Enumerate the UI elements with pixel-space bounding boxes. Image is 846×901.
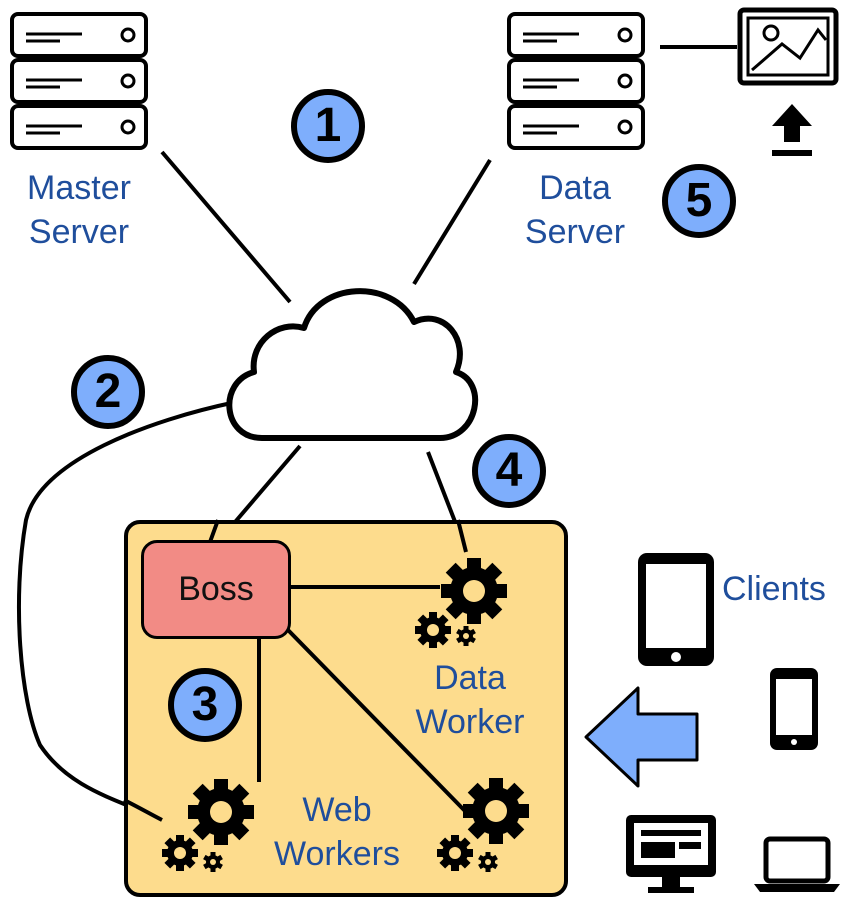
image-icon: [737, 7, 839, 86]
step-badge-1: 1: [291, 89, 365, 163]
master-server-label-line2: Server: [28, 213, 130, 251]
phone-icon: [770, 668, 818, 750]
tablet-icon: [638, 553, 714, 666]
data-server-label-line2: Server: [524, 213, 626, 251]
clients-label: Clients: [722, 570, 826, 608]
data-server-label-line1: Data: [539, 169, 611, 207]
data-worker-label-line1: Data: [434, 659, 506, 697]
desktop-icon: [626, 815, 716, 893]
step-badge-4: 4: [472, 434, 546, 508]
client-request-arrow: [584, 686, 699, 788]
upload-icon: [772, 104, 812, 156]
laptop-icon: [754, 836, 840, 892]
data-worker-label: Data Worker: [395, 656, 545, 744]
step-badge-3: 3: [168, 668, 242, 742]
master-server-icon: [10, 12, 148, 150]
web-workers-label-line2: Workers: [274, 835, 400, 873]
cloud-icon: [226, 288, 479, 441]
step-badge-2: 2: [71, 355, 145, 429]
web-workers-label: Web Workers: [262, 788, 412, 876]
web-workers-label-line1: Web: [302, 791, 372, 829]
master-server-label: Master Server: [4, 166, 154, 254]
step-badge-5: 5: [662, 164, 736, 238]
data-server-icon: [507, 12, 645, 150]
data-server-label: Data Server: [500, 166, 650, 254]
data-worker-label-line2: Worker: [415, 703, 525, 741]
boss-node: Boss: [141, 540, 291, 639]
master-server-label-line1: Master: [27, 169, 131, 207]
